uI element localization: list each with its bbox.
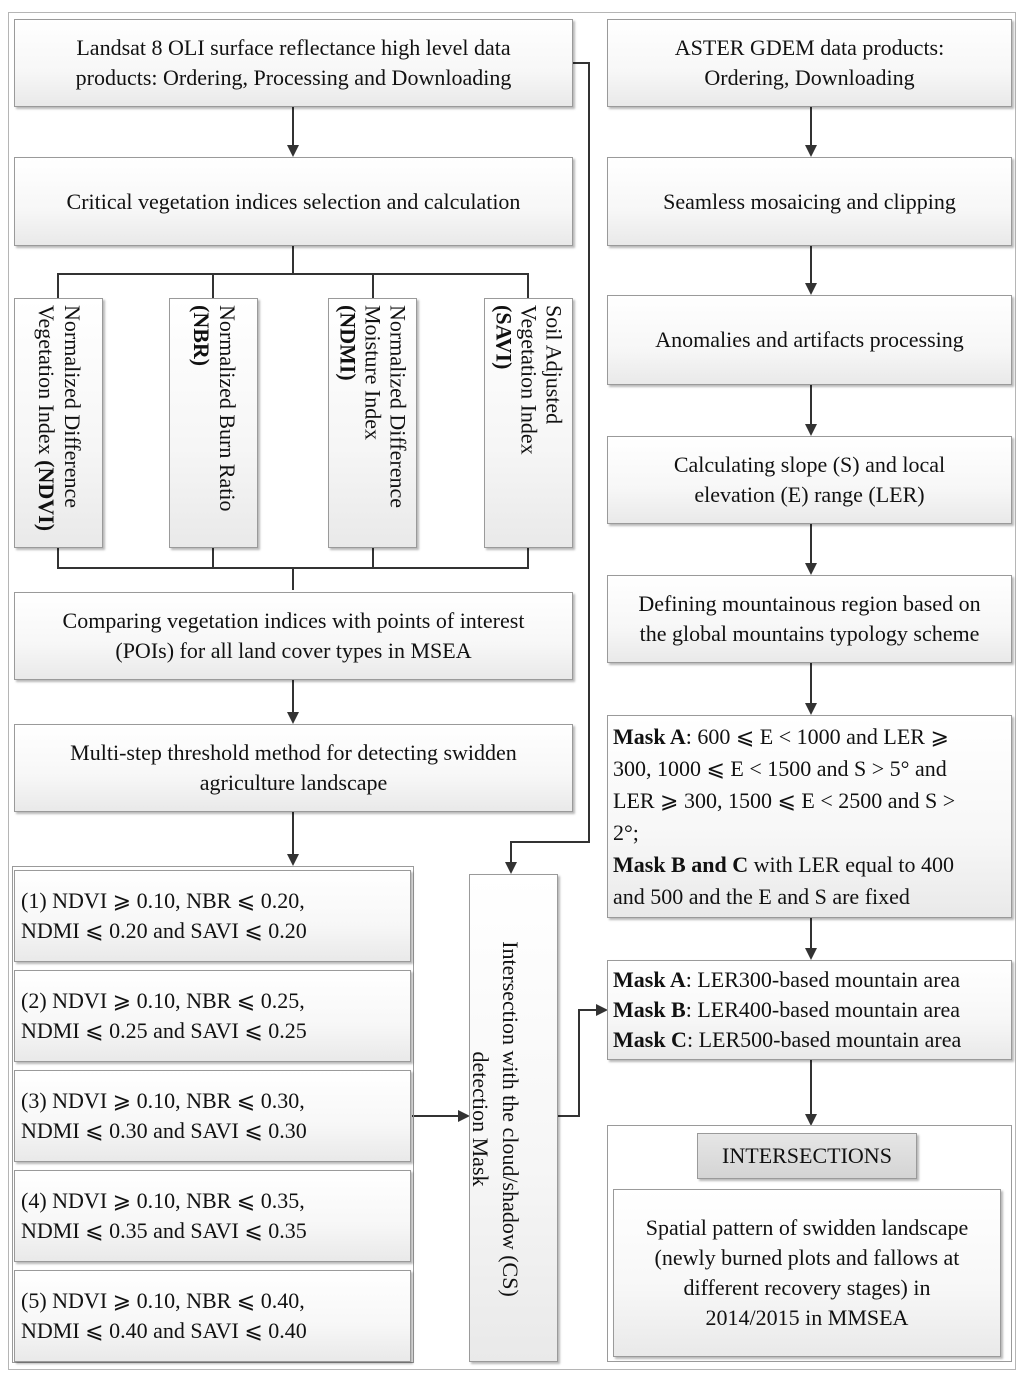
multistep-box: Multi-step threshold method for detectin… [14, 724, 573, 812]
index-merge-connector [57, 548, 529, 590]
mask-bc-label: Mask B and C [613, 851, 749, 877]
threshold-2-line-2: NDMI ⩽ 0.25 and SAVI ⩽ 0.25 [21, 1018, 307, 1043]
landsat-data-box: Landsat 8 OLI surface reflectance high l… [14, 19, 573, 107]
mask-bc-line-2: and 500 and the E and S are fixed [613, 883, 910, 909]
intersection-cs-mask-box: Intersection with the cloud/shadow (CS) … [469, 874, 558, 1362]
mask-a-line-4: 2°; [613, 819, 639, 845]
spatial-line-2: (newly burned plots and fallows at [654, 1245, 960, 1270]
mask-area-b-text: : LER400-based mountain area [685, 997, 961, 1022]
outer-frame [8, 12, 1016, 1370]
mask-bc-line-1: with LER equal to 400 [748, 851, 955, 877]
mask-area-c: Mask C: LER500-based mountain area [613, 1025, 961, 1055]
threshold-1-line-2: NDMI ⩽ 0.20 and SAVI ⩽ 0.20 [21, 918, 307, 943]
multistep-line-2: agriculture landscape [199, 770, 388, 795]
arrow-landsat-to-intersection [505, 62, 590, 874]
intersection-line-2: detection Mask [469, 1051, 493, 1187]
mosaic-text: Seamless mosaicing and clipping [663, 188, 956, 214]
threshold-4-line-2: NDMI ⩽ 0.35 and SAVI ⩽ 0.35 [21, 1218, 307, 1243]
mosaic-box: Seamless mosaicing and clipping [607, 157, 1012, 246]
threshold-2-line-1: (2) NDVI ⩾ 0.10, NBR ⩽ 0.25, [21, 988, 305, 1013]
intersections-title: INTERSECTIONS [722, 1143, 892, 1168]
index-box-savi: Soil Adjusted Vegetation Index (SAVI) [484, 298, 573, 548]
anomalies-box: Anomalies and artifacts processing [607, 295, 1012, 385]
mask-rules-box: Mask A: 600 ⩽ E < 1000 and LER ⩾ 300, 10… [607, 715, 1012, 918]
savi-line-1: Soil Adjusted [541, 305, 566, 425]
mask-area-c-text: : LER500-based mountain area [686, 1027, 962, 1052]
nbr-line-1: Normalized Burn Ratio [214, 305, 240, 512]
landsat-line-2: products: Ordering, Processing and Downl… [75, 65, 512, 90]
mask-area-a-text: : LER300-based mountain area [685, 967, 961, 992]
multistep-line-1: Multi-step threshold method for detectin… [70, 740, 517, 765]
threshold-3-line-2: NDMI ⩽ 0.30 and SAVI ⩽ 0.30 [21, 1118, 307, 1143]
comparing-box: Comparing vegetation indices with points… [14, 592, 573, 680]
threshold-box-3: (3) NDVI ⩾ 0.10, NBR ⩽ 0.30, NDMI ⩽ 0.30… [14, 1070, 411, 1162]
landsat-line-1: Landsat 8 OLI surface reflectance high l… [76, 35, 511, 60]
threshold-3-line-1: (3) NDVI ⩾ 0.10, NBR ⩽ 0.30, [21, 1088, 305, 1113]
ndvi-abbr: (NDVI) [33, 460, 59, 532]
aster-line-1: ASTER GDEM data products: [674, 35, 945, 60]
comparing-line-1: Comparing vegetation indices with points… [62, 608, 525, 633]
slope-box: Calculating slope (S) and local elevatio… [607, 436, 1012, 524]
spatial-pattern-box: Spatial pattern of swidden landscape (ne… [613, 1189, 1001, 1357]
mask-areas-box: Mask A: LER300-based mountain area Mask … [607, 960, 1012, 1060]
savi-line-2: Vegetation Index [516, 305, 541, 455]
mask-area-a-label: Mask A [613, 967, 686, 992]
intersection-line-1: Intersection with the cloud/shadow (CS) [497, 941, 523, 1297]
threshold-box-1: (1) NDVI ⩾ 0.10, NBR ⩽ 0.20, NDMI ⩽ 0.20… [14, 870, 411, 962]
threshold-box-2: (2) NDVI ⩾ 0.10, NBR ⩽ 0.25, NDMI ⩽ 0.25… [14, 970, 411, 1062]
mask-area-c-label: Mask C [613, 1027, 687, 1052]
ndvi-line-2: Vegetation Index [33, 305, 59, 461]
arrow-intersection-to-mask-areas [558, 1004, 608, 1117]
mask-area-b-label: Mask B [613, 997, 686, 1022]
threshold-1-line-1: (1) NDVI ⩾ 0.10, NBR ⩽ 0.20, [21, 888, 305, 913]
slope-line-2: elevation (E) range (LER) [694, 482, 925, 507]
nbr-abbr: (NBR) [188, 305, 214, 367]
index-box-nbr: Normalized Burn Ratio (NBR) [169, 298, 258, 548]
threshold-box-5: (5) NDVI ⩾ 0.10, NBR ⩽ 0.40, NDMI ⩽ 0.40… [14, 1270, 411, 1362]
spatial-line-1: Spatial pattern of swidden landscape [645, 1215, 969, 1240]
comparing-line-2: (POIs) for all land cover types in MSEA [115, 638, 472, 663]
mask-a-label: Mask A [613, 723, 686, 749]
mask-a-line-3: LER ⩾ 300, 1500 ⩽ E < 2500 and S > [613, 787, 956, 813]
threshold-5-line-1: (5) NDVI ⩾ 0.10, NBR ⩽ 0.40, [21, 1288, 305, 1313]
ndvi-line-1: Normalized Difference [59, 305, 85, 508]
threshold-4-line-1: (4) NDVI ⩾ 0.10, NBR ⩽ 0.35, [21, 1188, 305, 1213]
spatial-line-3: different recovery stages) in [683, 1275, 931, 1300]
mask-a-line-1: : 600 ⩽ E < 1000 and LER ⩾ [685, 723, 949, 749]
index-box-ndvi: Normalized Difference Vegetation Index (… [14, 298, 103, 548]
index-box-ndmi: Normalized Difference Moisture Index (ND… [328, 298, 417, 548]
defining-line-2: the global mountains typology scheme [639, 621, 980, 646]
thresholds-group [12, 866, 414, 1363]
indices-selection-box: Critical vegetation indices selection an… [14, 157, 573, 246]
ndmi-abbr: (NDMI) [335, 305, 360, 381]
mask-area-a: Mask A: LER300-based mountain area [613, 965, 961, 995]
index-split-connector [57, 246, 529, 298]
threshold-5-line-2: NDMI ⩽ 0.40 and SAVI ⩽ 0.40 [21, 1318, 307, 1343]
intersections-title-box: INTERSECTIONS [697, 1133, 917, 1179]
defining-box: Defining mountainous region based on the… [607, 575, 1012, 663]
indices-selection-text: Critical vegetation indices selection an… [66, 188, 521, 214]
ndmi-line-1: Normalized Difference [385, 305, 410, 508]
mask-area-b: Mask B: LER400-based mountain area [613, 995, 961, 1025]
defining-line-1: Defining mountainous region based on [638, 591, 981, 616]
spatial-line-4: 2014/2015 in MMSEA [705, 1305, 909, 1330]
ndmi-line-2: Moisture Index [360, 305, 385, 441]
aster-line-2: Ordering, Downloading [704, 65, 915, 90]
savi-abbr: (SAVI) [491, 305, 516, 370]
mask-a-line-2: 300, 1000 ⩽ E < 1500 and S > 5° and [613, 755, 947, 781]
anomalies-text: Anomalies and artifacts processing [655, 327, 964, 352]
aster-data-box: ASTER GDEM data products: Ordering, Down… [607, 19, 1012, 107]
threshold-box-4: (4) NDVI ⩾ 0.10, NBR ⩽ 0.35, NDMI ⩽ 0.35… [14, 1170, 411, 1262]
slope-line-1: Calculating slope (S) and local [673, 452, 946, 477]
